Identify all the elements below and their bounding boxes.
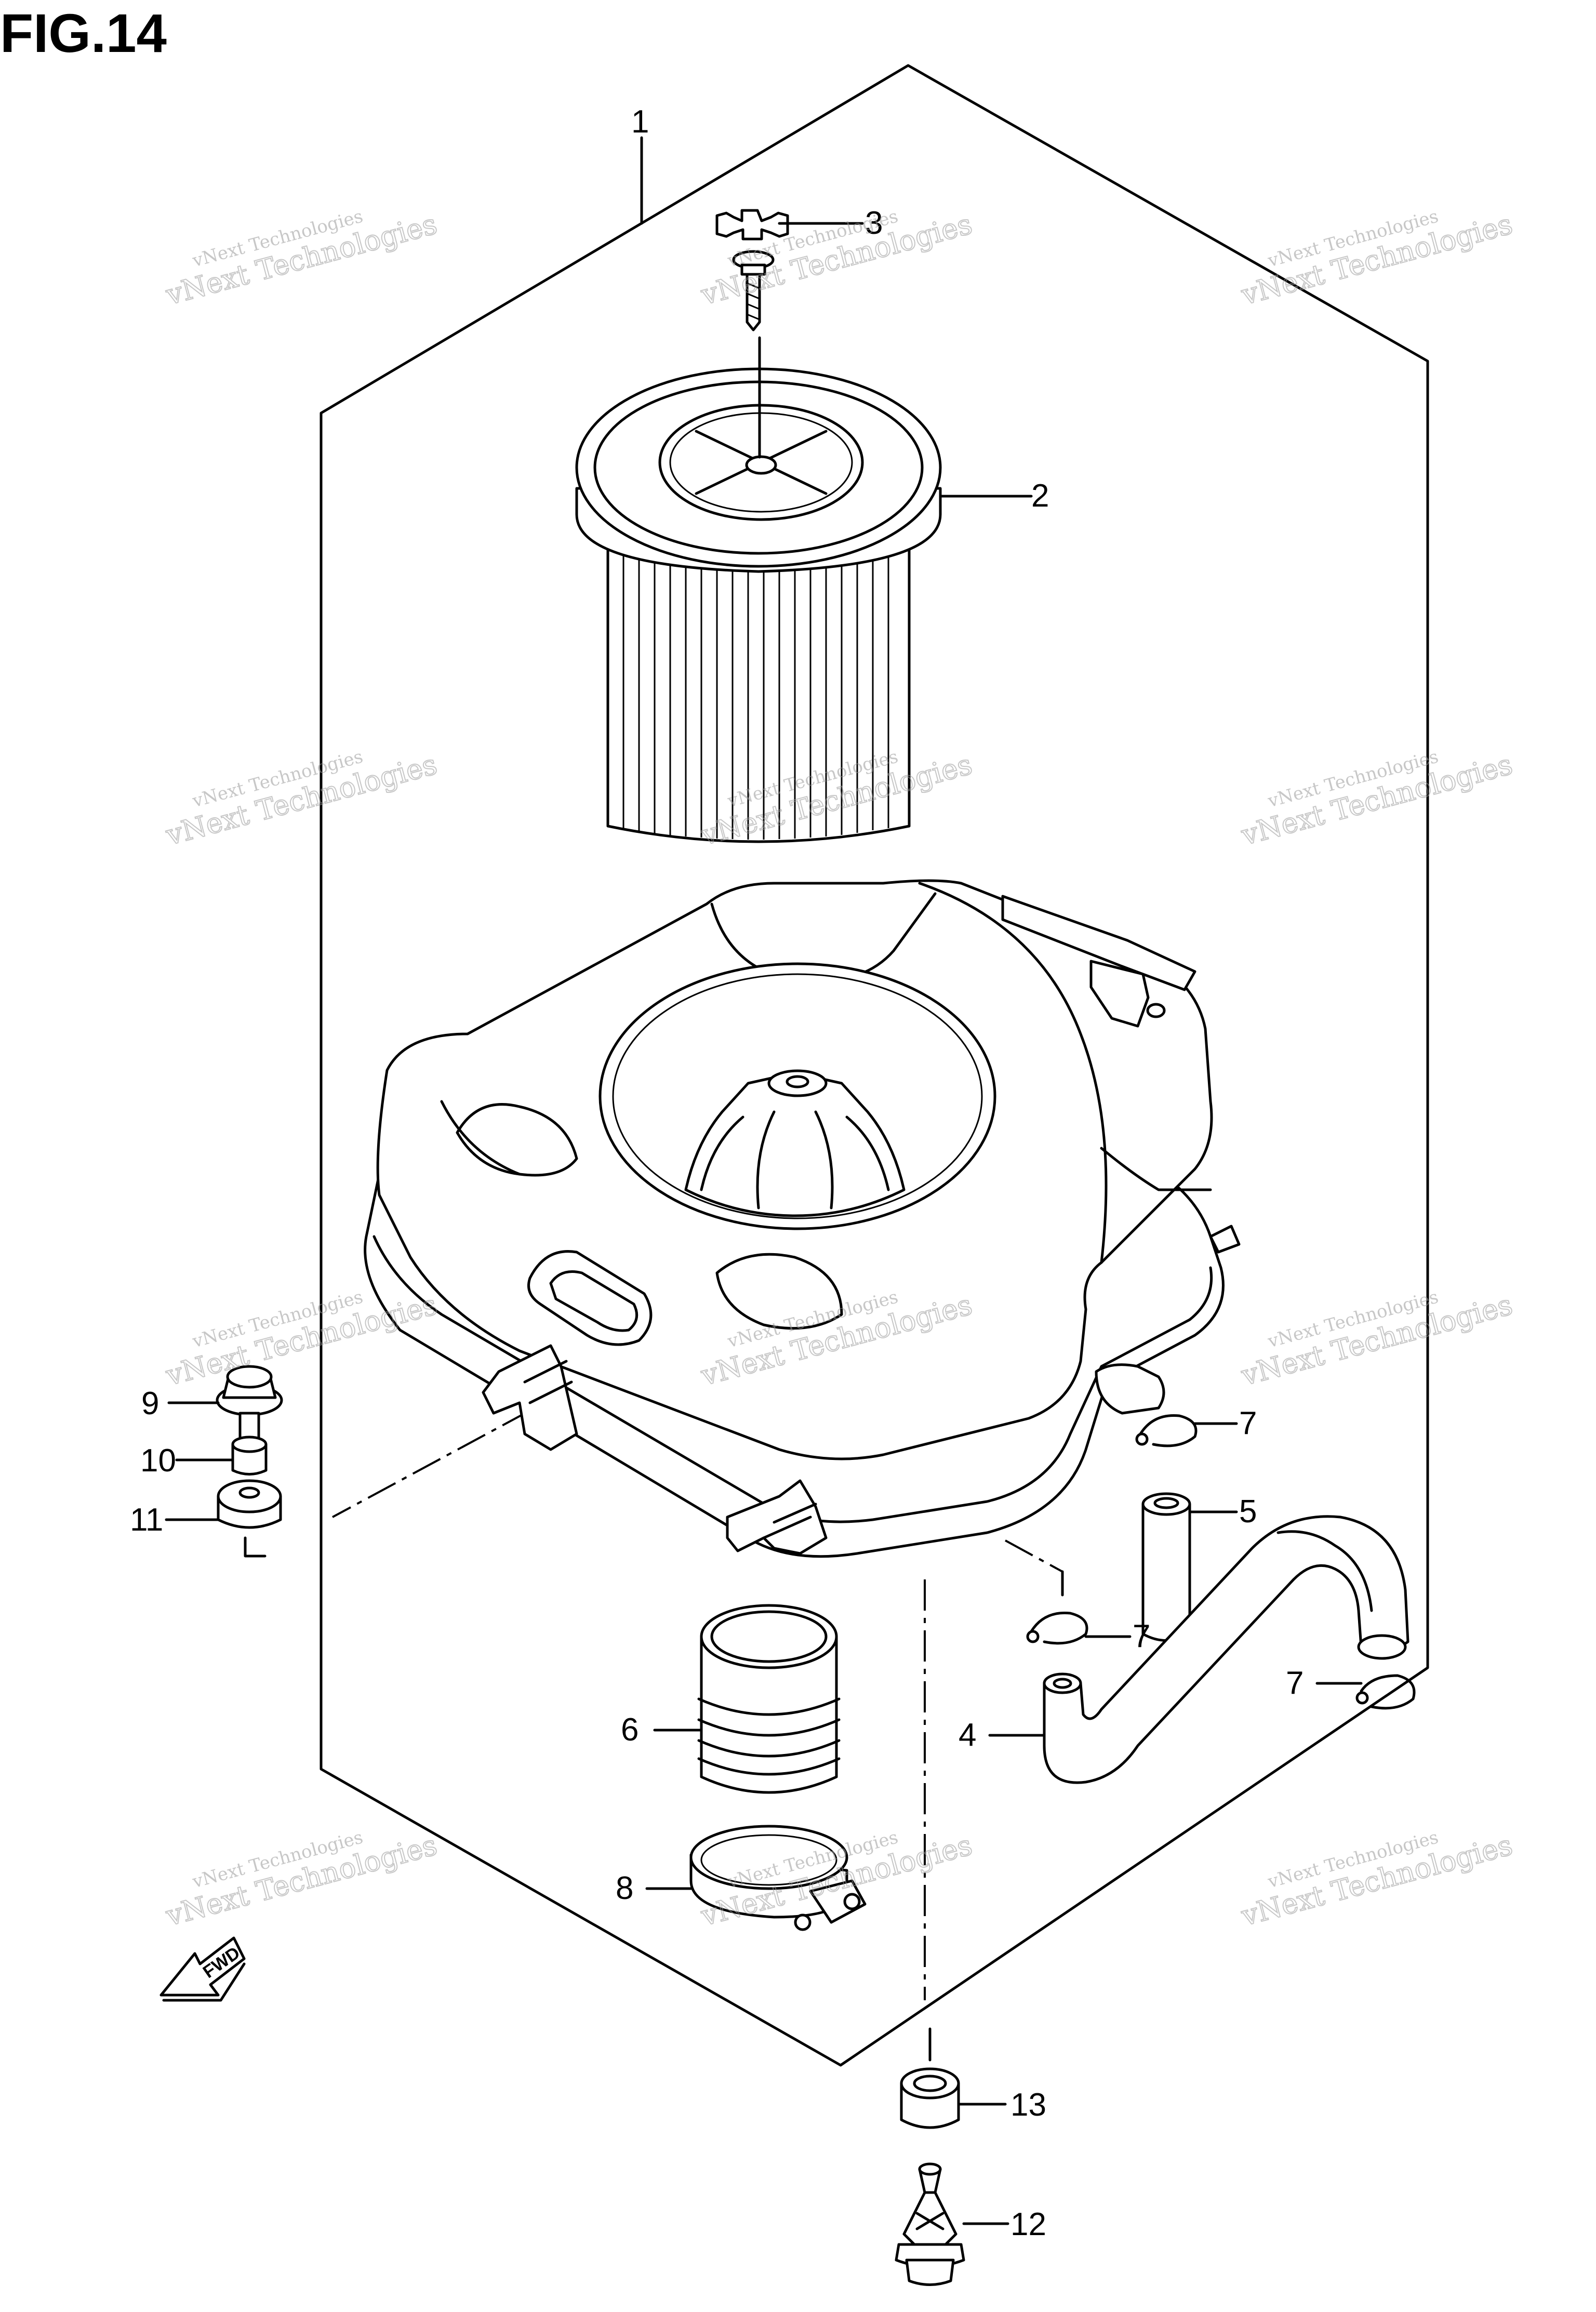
callout-5: 5 <box>1239 1494 1257 1530</box>
clamp-icon <box>1135 1414 1198 1447</box>
callout-13: 13 <box>1010 2087 1046 2123</box>
callout-9: 9 <box>141 1386 159 1421</box>
figure-title: FIG.14 <box>0 3 167 64</box>
callout-7-middle: 7 <box>1133 1618 1150 1654</box>
callout-11: 11 <box>130 1502 163 1538</box>
callout-10: 10 <box>140 1443 176 1479</box>
fwd-arrow-icon: FWD <box>159 1936 246 2002</box>
left-axis <box>332 1410 530 1518</box>
callout-3: 3 <box>865 205 883 241</box>
callout-7-right: 7 <box>1286 1665 1304 1701</box>
callout-2: 2 <box>1031 478 1049 514</box>
callout-4: 4 <box>959 1717 976 1753</box>
drain-grommet-icon <box>900 2067 960 2129</box>
right-axis <box>1005 1539 1063 1573</box>
wing-bolt-icon <box>715 209 789 331</box>
leader-lines <box>165 136 1363 2225</box>
callout-8: 8 <box>616 1870 633 1906</box>
assembly-outline <box>320 64 1429 2067</box>
hose-icon <box>1043 1515 1409 1784</box>
callout-1: 1 <box>631 104 649 140</box>
grommet-icon <box>217 1479 282 1529</box>
callout-6: 6 <box>621 1712 639 1748</box>
clamp-icon <box>1026 1611 1088 1645</box>
air-cleaner-case-icon <box>364 879 1241 1558</box>
air-filter-icon <box>575 336 942 843</box>
hose-clamp-icon <box>689 1825 867 1931</box>
left-bracket <box>244 1536 267 1558</box>
drain-plug-icon <box>895 2162 965 2286</box>
collar-icon <box>231 1436 268 1476</box>
callout-7-upper: 7 <box>1239 1405 1257 1441</box>
clamp-icon <box>1355 1674 1416 1710</box>
callout-12: 12 <box>1010 2207 1046 2242</box>
intake-joint-icon <box>697 1604 841 1794</box>
